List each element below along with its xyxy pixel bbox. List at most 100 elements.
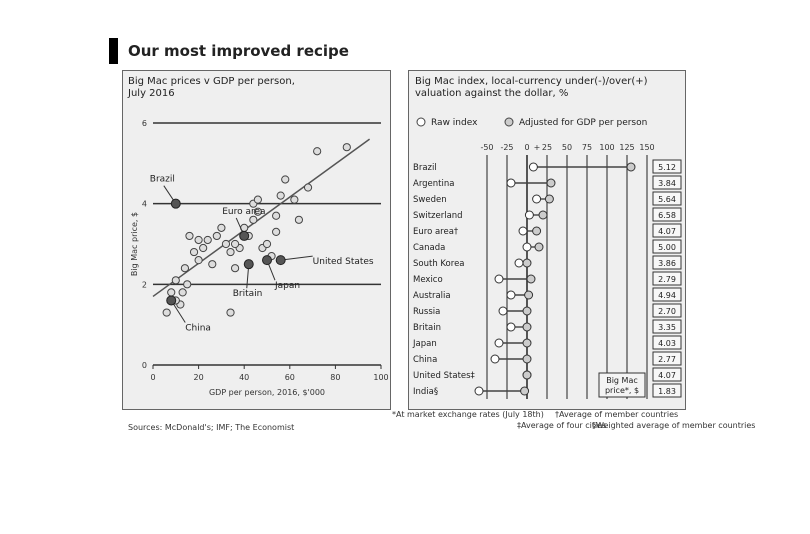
scatter-point	[189, 247, 199, 257]
x-tick-label: 100	[373, 373, 388, 382]
scatter-subtitle-line1: Big Mac prices v GDP per person,	[128, 76, 295, 87]
point-label: Euro area	[222, 207, 265, 217]
price-box	[652, 191, 682, 206]
index-panel: Big Mac index, local-currency under(-)/o…	[408, 70, 686, 410]
raw-index-point	[494, 338, 504, 348]
price-box	[652, 239, 682, 254]
x-tick-label: 100	[599, 143, 614, 152]
highlighted-point	[170, 198, 181, 209]
y-tick-label: 0	[142, 361, 147, 370]
scatter-panel: Big Mac prices v GDP per person, July 20…	[122, 70, 391, 410]
chart-title: Our most improved recipe	[128, 42, 349, 60]
legend-raw-marker	[416, 117, 426, 127]
x-tick-label: 60	[285, 373, 295, 382]
scatter-point	[272, 211, 281, 220]
raw-index-point	[494, 274, 504, 284]
scatter-point	[249, 215, 258, 224]
price-label: 1.83	[658, 387, 676, 396]
point-label: United States	[313, 257, 374, 267]
x-tick-label: 25	[542, 143, 552, 152]
adjusted-index-point	[522, 322, 532, 332]
category-label: Canada	[413, 243, 445, 253]
y-tick-label: 2	[142, 280, 147, 289]
index-subtitle-line1: Big Mac index, local-currency under(-)/o…	[415, 76, 648, 87]
scatter-point	[262, 239, 272, 249]
x-tick-label: -25	[500, 143, 513, 152]
category-label: Switzerland	[413, 211, 463, 221]
highlighted-point	[239, 230, 250, 241]
price-box	[652, 351, 682, 366]
x-tick-label: 0	[524, 143, 529, 152]
scatter-point	[185, 231, 194, 241]
category-label: United States‡	[413, 371, 476, 381]
y-tick-label: 4	[142, 200, 147, 209]
x-tick-label: 40	[239, 373, 249, 382]
scatter-point	[178, 288, 187, 297]
price-label: 6.58	[658, 211, 676, 220]
scatter-point	[226, 247, 235, 257]
price-box	[652, 255, 682, 270]
adjusted-index-point	[522, 354, 532, 364]
raw-index-point	[498, 306, 508, 316]
adjusted-index-point	[522, 370, 532, 380]
raw-index-point	[524, 210, 534, 220]
scatter-point	[342, 143, 351, 152]
category-label: Russia	[413, 307, 440, 317]
highlighted-point	[262, 255, 272, 266]
price-label: 4.07	[658, 371, 676, 380]
trend-line	[152, 138, 371, 298]
price-box	[652, 159, 682, 174]
adjusted-index-point	[524, 290, 534, 300]
raw-index-point	[490, 354, 500, 364]
category-label: South Korea	[413, 259, 465, 269]
adjusted-index-point	[534, 242, 544, 252]
scatter-point	[276, 191, 285, 200]
adjusted-index-point	[526, 274, 536, 284]
raw-index-point	[522, 242, 532, 252]
raw-index-point	[506, 178, 516, 188]
price-box	[652, 303, 682, 318]
category-label: Britain	[413, 323, 441, 333]
category-label: Argentina	[413, 179, 454, 189]
price-box	[652, 207, 682, 222]
adjusted-index-point	[522, 338, 532, 348]
point-label: Japan	[274, 281, 300, 291]
x-tick-label: 50	[562, 143, 572, 152]
scatter-point	[226, 308, 235, 317]
category-label: Mexico	[413, 275, 443, 285]
footnote-2: †Average of member countries	[555, 410, 679, 419]
price-label: 2.79	[658, 275, 676, 284]
scatter-point	[230, 264, 240, 273]
price-label: 2.77	[658, 355, 676, 364]
scatter-point	[294, 215, 304, 224]
raw-index-point	[514, 258, 524, 268]
price-box	[652, 319, 682, 334]
point-label: Britain	[233, 289, 263, 299]
price-label: 3.35	[658, 323, 676, 332]
scatter-point	[203, 235, 212, 245]
category-label: Euro area†	[413, 227, 459, 237]
category-label: Australia	[413, 291, 451, 301]
price-box	[652, 367, 682, 382]
point-label: Brazil	[150, 175, 175, 185]
scatter-point	[230, 239, 240, 249]
price-label: 4.94	[658, 291, 676, 300]
price-label: 5.00	[658, 243, 676, 252]
price-label: 4.03	[658, 339, 676, 348]
raw-index-point	[506, 290, 516, 300]
y-axis-label: Big Mac price, $	[130, 212, 139, 276]
legend-raw-label: Raw index	[431, 118, 478, 128]
x-tick-label: -50	[480, 143, 493, 152]
scatter-point	[290, 195, 299, 204]
y-tick-label: 6	[142, 119, 147, 128]
adjusted-index-point	[544, 194, 554, 204]
x-tick-label: 125	[619, 143, 634, 152]
price-box	[652, 223, 682, 238]
scatter-point	[212, 231, 221, 241]
price-label: 2.70	[658, 307, 676, 316]
scatter-point	[199, 243, 208, 253]
scatter-point	[162, 308, 171, 317]
raw-index-point	[474, 386, 484, 396]
raw-index-point	[506, 322, 516, 332]
